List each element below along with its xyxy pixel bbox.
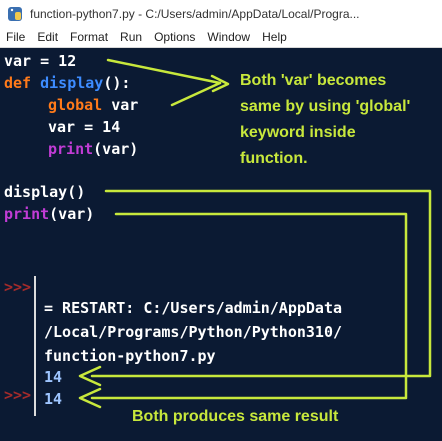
code-line-2: def display(): bbox=[4, 72, 130, 94]
window-title: function-python7.py - C:/Users/admin/App… bbox=[30, 6, 360, 21]
menu-bar: File Edit Format Run Options Window Help bbox=[0, 27, 442, 48]
menu-options[interactable]: Options bbox=[154, 30, 196, 44]
code-line-5: print(var) bbox=[48, 138, 138, 160]
shell-gutter-divider bbox=[34, 276, 36, 416]
menu-help[interactable]: Help bbox=[262, 30, 287, 44]
menu-window[interactable]: Window bbox=[207, 30, 251, 44]
builtin-print: print bbox=[48, 140, 94, 158]
function-name: display bbox=[40, 74, 104, 92]
code-token: var bbox=[102, 96, 139, 114]
code-token: (var) bbox=[93, 140, 139, 158]
annotation-result-note: Both produces same result bbox=[132, 408, 339, 425]
menu-format[interactable]: Format bbox=[70, 30, 109, 44]
code-line-4: var = 14 bbox=[48, 118, 121, 136]
shell-prompt: >>> bbox=[4, 386, 32, 404]
code-token: (var) bbox=[49, 205, 95, 223]
title-bar: function-python7.py - C:/Users/admin/App… bbox=[0, 0, 442, 27]
code-line-1: var = 12 bbox=[4, 50, 76, 72]
shell-restart-output: = RESTART: C:/Users/admin/AppData /Local… bbox=[44, 299, 343, 365]
python-file-icon bbox=[6, 5, 24, 23]
keyword-global: global bbox=[48, 96, 103, 114]
code-token: (): bbox=[103, 74, 131, 92]
code-line-3: global var bbox=[48, 94, 138, 116]
menu-run[interactable]: Run bbox=[120, 30, 143, 44]
annotation-global-note: Both 'var' becomes same by using 'global… bbox=[240, 72, 411, 167]
code-token: var bbox=[4, 52, 32, 70]
shell-output-line: 14 bbox=[44, 390, 63, 408]
shell-output-line: 14 bbox=[44, 368, 63, 386]
code-line-6: display() bbox=[4, 183, 86, 201]
builtin-print: print bbox=[4, 205, 50, 223]
menu-edit[interactable]: Edit bbox=[37, 30, 59, 44]
menu-file[interactable]: File bbox=[6, 30, 26, 44]
code-line-7: print(var) bbox=[4, 203, 94, 225]
keyword-def: def bbox=[4, 74, 32, 92]
code-token: = 12 bbox=[31, 52, 77, 70]
shell-prompt: >>> bbox=[4, 278, 32, 296]
